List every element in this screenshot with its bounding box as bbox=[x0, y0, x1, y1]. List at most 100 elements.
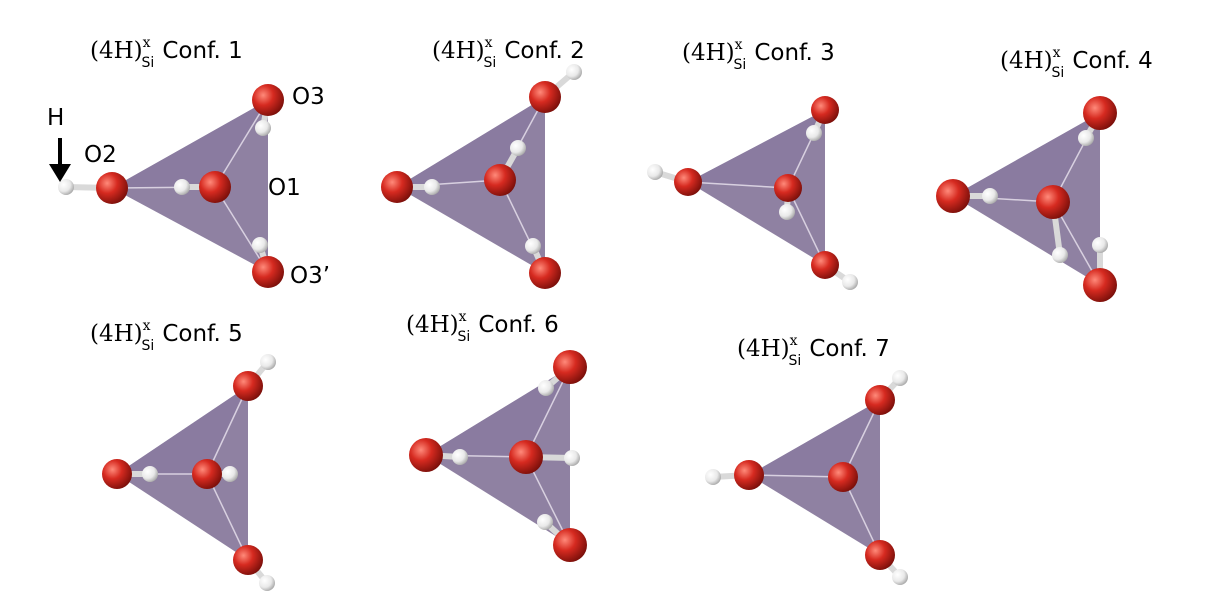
oxygen-atom bbox=[774, 174, 802, 202]
title-main: (4H) bbox=[90, 38, 143, 64]
oxygen-atom bbox=[233, 545, 263, 575]
tetrahedron bbox=[117, 385, 249, 561]
hydrogen-atom bbox=[142, 466, 158, 482]
title-conf: Conf. 7 bbox=[809, 336, 889, 362]
oxygen-atom bbox=[529, 257, 561, 289]
oxygen-atom bbox=[381, 171, 413, 203]
title-sup: x bbox=[735, 37, 743, 53]
title-sub: Si bbox=[458, 329, 471, 345]
hydrogen-atom bbox=[892, 569, 908, 585]
hydrogen-atom bbox=[452, 449, 468, 465]
title-sup: x bbox=[143, 35, 151, 51]
title-conf: Conf. 3 bbox=[754, 40, 834, 66]
oxygen-atom bbox=[553, 350, 587, 384]
label-h: H bbox=[47, 105, 64, 131]
hydrogen-atom bbox=[1052, 247, 1068, 263]
hydrogen-atom bbox=[259, 575, 275, 591]
hydrogen-atom bbox=[222, 466, 238, 482]
title-sub: Si bbox=[789, 353, 802, 369]
hydrogen-atom bbox=[647, 164, 663, 180]
hydrogen-atom bbox=[842, 274, 858, 290]
title-sup: x bbox=[1053, 45, 1061, 61]
hydrogen-atom bbox=[174, 179, 190, 195]
oxygen-atom bbox=[734, 460, 764, 490]
label-o2: O2 bbox=[84, 142, 117, 168]
title-sub: Si bbox=[1052, 65, 1065, 81]
oxygen-atom-o3-prime bbox=[252, 256, 284, 288]
oxygen-atom-o2 bbox=[96, 172, 128, 204]
title-sup: x bbox=[459, 309, 467, 325]
title-sub: Si bbox=[484, 55, 497, 71]
title-sup: x bbox=[143, 318, 151, 334]
oxygen-atom bbox=[1083, 96, 1117, 130]
hydrogen-atom bbox=[538, 380, 554, 396]
oxygen-atom bbox=[484, 164, 516, 196]
oxygen-atom bbox=[409, 438, 443, 472]
hydrogen-atom bbox=[252, 237, 268, 253]
oxygen-atom bbox=[865, 385, 895, 415]
hydrogen-atom bbox=[705, 469, 721, 485]
oxygen-atom bbox=[865, 540, 895, 570]
oxygen-atom bbox=[811, 96, 839, 124]
title-main: (4H) bbox=[737, 336, 790, 362]
title-main: (4H) bbox=[432, 38, 485, 64]
label-o1: O1 bbox=[268, 175, 301, 201]
title-main: (4H) bbox=[90, 321, 143, 347]
tetrahedron bbox=[748, 399, 881, 556]
oxygen-atom-o3 bbox=[252, 84, 284, 116]
hydrogen-atom bbox=[1092, 237, 1108, 253]
hydrogen-atom bbox=[424, 179, 440, 195]
label-o3: O3 bbox=[292, 84, 325, 110]
title-conf: Conf. 5 bbox=[162, 321, 242, 347]
title-conf: Conf. 2 bbox=[504, 38, 584, 64]
oxygen-atom bbox=[674, 168, 702, 196]
hydrogen-atom bbox=[510, 140, 526, 156]
title-main: (4H) bbox=[1000, 48, 1053, 74]
hydrogen-atom bbox=[982, 188, 998, 204]
title-conf: Conf. 6 bbox=[478, 312, 558, 338]
title-main: (4H) bbox=[406, 312, 459, 338]
oxygen-atom bbox=[192, 459, 222, 489]
oxygen-atom bbox=[1083, 268, 1117, 302]
h-pointer-arrow-icon bbox=[49, 138, 71, 182]
title-main: (4H) bbox=[682, 40, 735, 66]
title-conf: Conf. 1 bbox=[162, 38, 242, 64]
title-sub: Si bbox=[142, 55, 155, 71]
oxygen-atom bbox=[509, 440, 543, 474]
title-sub: Si bbox=[734, 57, 747, 73]
hydrogen-atom bbox=[566, 64, 582, 80]
hydrogen-atom bbox=[58, 179, 74, 195]
tetrahedron bbox=[687, 109, 826, 266]
label-o3-prime: O3’ bbox=[290, 263, 330, 289]
oxygen-atom bbox=[553, 528, 587, 562]
oxygen-atom bbox=[828, 462, 858, 492]
tetrahedron bbox=[952, 112, 1101, 286]
hydrogen-atom bbox=[564, 450, 580, 466]
oxygen-atom bbox=[233, 371, 263, 401]
oxygen-atom bbox=[529, 81, 561, 113]
hydrogen-atom bbox=[892, 370, 908, 386]
title-sub: Si bbox=[142, 338, 155, 354]
title-conf: Conf. 4 bbox=[1072, 48, 1152, 74]
oxygen-atom-o1 bbox=[199, 171, 231, 203]
hydrogen-atom bbox=[1078, 130, 1094, 146]
hydrogen-atom bbox=[779, 204, 795, 220]
hydrogen-atom bbox=[537, 514, 553, 530]
hydrogen-atom bbox=[260, 354, 276, 370]
title-sup: x bbox=[485, 35, 493, 51]
oxygen-atom bbox=[1036, 185, 1070, 219]
oxygen-atom bbox=[102, 459, 132, 489]
